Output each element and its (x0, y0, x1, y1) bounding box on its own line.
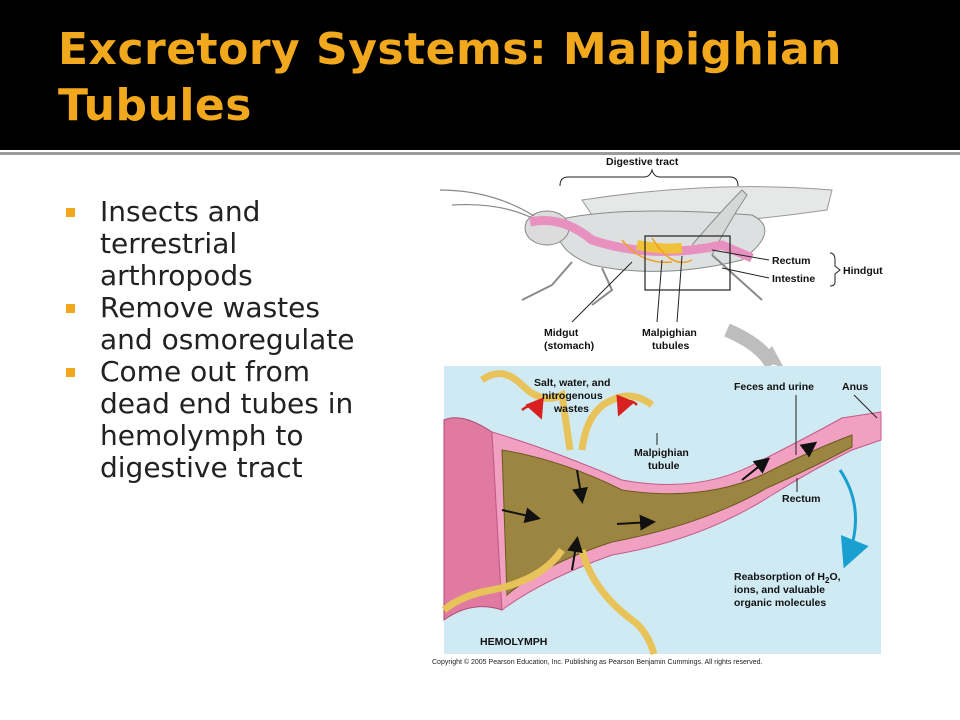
title-bar: Excretory Systems: Malpighian Tubules (0, 0, 960, 150)
bullet-item: Remove wastes and osmoregulate (62, 292, 362, 356)
bullet-text: Remove wastes and osmoregulate (100, 291, 355, 356)
bullet-item: Insects and terrestrial arthropods (62, 196, 362, 292)
label-rectum-detail: Rectum (782, 493, 821, 505)
label-salt-1: Salt, water, and (534, 377, 610, 389)
bullet-item: Come out from dead end tubes in hemolymp… (62, 356, 362, 484)
bullet-list: Insects and terrestrial arthropods Remov… (62, 196, 362, 484)
malpighian-figure: Digestive tract Rectum Intestine Hindgut… (432, 156, 883, 666)
bullet-marker-icon (66, 304, 75, 313)
label-hindgut: Hindgut (843, 265, 883, 277)
label-hemolymph: HEMOLYMPH (480, 636, 547, 648)
label-anus: Anus (842, 381, 868, 393)
label-intestine: Intestine (772, 273, 815, 285)
label-reabsorption-3: organic molecules (734, 597, 826, 609)
copyright-text: Copyright © 2005 Pearson Education, Inc.… (432, 658, 762, 666)
label-feces-urine: Feces and urine (734, 381, 814, 393)
label-digestive-tract: Digestive tract (606, 156, 679, 168)
label-midgut-sub: (stomach) (544, 340, 594, 352)
label-malpighian-tubules: Malpighian (642, 327, 697, 339)
label-salt-2: nitrogenous (542, 390, 603, 402)
label-reabsorption-2: ions, and valuable (734, 584, 825, 596)
bullet-text: Come out from dead end tubes in hemolymp… (100, 355, 354, 484)
label-salt-3: wastes (553, 403, 589, 415)
label-midgut: Midgut (544, 327, 579, 339)
bullet-marker-icon (66, 368, 75, 377)
label-malpighian-tubules-sub: tubules (652, 340, 689, 352)
grasshopper-illustration (439, 186, 833, 306)
detail-panel (441, 366, 882, 656)
label-rectum: Rectum (772, 255, 811, 267)
label-malpighian-tubule-sub: tubule (648, 460, 680, 472)
bullet-marker-icon (66, 208, 75, 217)
slide-title: Excretory Systems: Malpighian Tubules (58, 24, 842, 131)
title-rule (0, 152, 960, 155)
label-reabsorption-1: Reabsorption of H2O, (734, 571, 841, 585)
bullet-text: Insects and terrestrial arthropods (100, 195, 261, 292)
label-malpighian-tubule: Malpighian (634, 447, 689, 459)
